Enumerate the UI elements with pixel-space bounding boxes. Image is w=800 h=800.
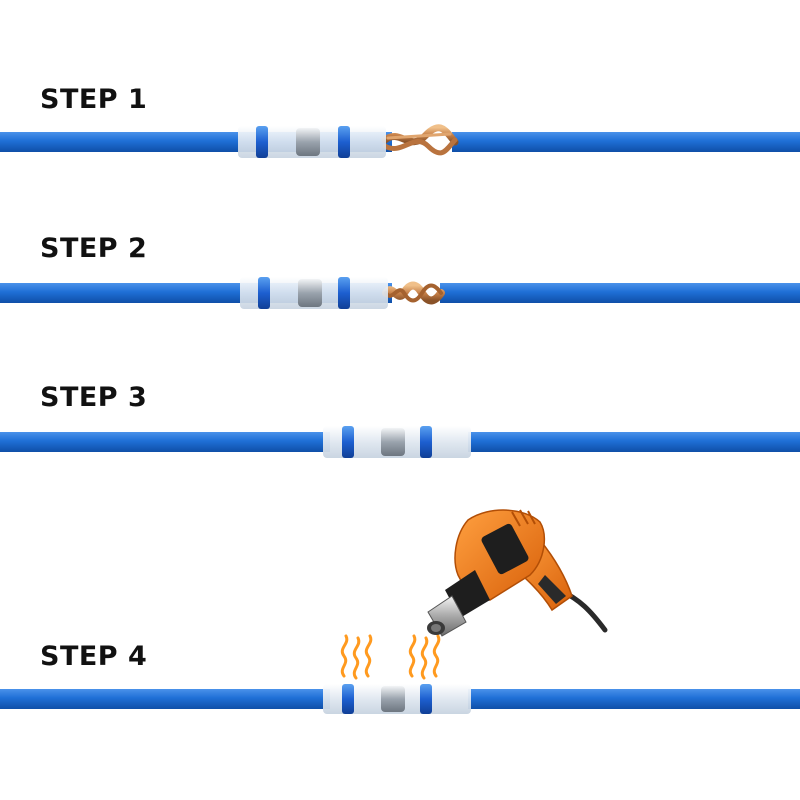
step-4-shrunk-sleeve <box>323 684 471 714</box>
heat-gun-icon <box>427 509 608 637</box>
step-3-seal-band-left <box>342 426 354 458</box>
step-2-seal-band-right <box>338 277 350 309</box>
step-4-solder-ring <box>381 686 405 712</box>
step-3-left-wire <box>0 432 330 452</box>
step-3-solder-ring <box>381 428 405 456</box>
step-3-right-wire <box>468 432 800 452</box>
step-1-solder-ring <box>296 128 320 156</box>
step-2-seal-band-left <box>258 277 270 309</box>
step-2-solder-ring <box>298 279 322 307</box>
step-1-seal-band-right <box>338 126 350 158</box>
step-1-solder-sleeve <box>238 126 386 158</box>
step-4-seal-band-right <box>420 684 432 714</box>
step-1-stripped-copper <box>381 124 459 156</box>
step-4-wire-assembly <box>0 634 800 714</box>
step-3-wire-assembly <box>0 426 800 458</box>
step-4-right-wire <box>468 689 800 709</box>
step-2-label: STEP 2 <box>40 233 148 264</box>
step-3-solder-sleeve <box>323 426 471 458</box>
step-4-label: STEP 4 <box>40 641 148 672</box>
step-1-label: STEP 1 <box>40 84 148 115</box>
step-3-seal-band-right <box>420 426 432 458</box>
step-3-label: STEP 3 <box>40 382 148 413</box>
step-2-twisted-copper <box>382 281 445 305</box>
step-2-solder-sleeve <box>240 277 388 309</box>
heat-waves-icon <box>340 634 441 680</box>
step-2-right-wire <box>440 283 800 303</box>
step-4-seal-band-left <box>342 684 354 714</box>
step-4-left-wire <box>0 689 330 709</box>
step-1-right-wire <box>452 132 800 152</box>
step-1-seal-band-left <box>256 126 268 158</box>
heat-gun-brand-panel <box>481 523 529 575</box>
step-2-wire-assembly <box>0 277 800 309</box>
step-1-wire-assembly <box>0 124 800 158</box>
